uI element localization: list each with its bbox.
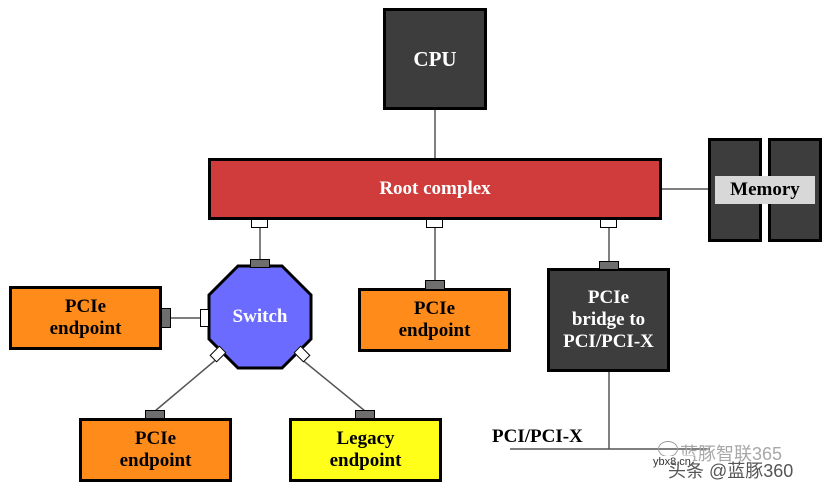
root-port-3: [600, 219, 617, 228]
bridge-line3: PCI/PCI-X: [563, 330, 654, 352]
endpoint-center-line2: endpoint: [398, 320, 471, 341]
endpoint-bottom-line1: PCIe: [134, 428, 177, 450]
legacy-line1: Legacy: [336, 428, 395, 450]
legacy-port: [355, 410, 375, 419]
endpoint-center-port: [425, 280, 445, 290]
root-port-1: [251, 219, 268, 228]
pcie-endpoint-center: PCIe endpoint: [358, 288, 511, 352]
switch-endpoint-bottom-link: [154, 357, 219, 412]
switch-label: Switch: [232, 306, 288, 327]
legacy-line2: endpoint: [329, 450, 402, 471]
watermark-line1: 蓝豚智联365: [680, 444, 783, 464]
memory-label: Memory: [715, 176, 815, 204]
bridge-line2: bridge to: [571, 309, 646, 331]
cpu-box: CPU: [383, 8, 487, 110]
switch-upstream-port: [250, 259, 270, 268]
pcie-endpoint-left: PCIe endpoint: [9, 286, 162, 350]
legacy-endpoint: Legacy endpoint: [289, 418, 442, 482]
watermark-url: ybx8.cn: [651, 456, 693, 468]
pcie-endpoint-bottom: PCIe endpoint: [79, 418, 232, 482]
root-complex-box: Root complex: [208, 158, 662, 220]
endpoint-left-port: [161, 308, 171, 328]
root-port-2: [426, 219, 443, 228]
watermark-logo: [658, 441, 678, 457]
root-complex-label: Root complex: [379, 178, 491, 200]
cpu-label: CPU: [413, 46, 457, 71]
bridge-port: [599, 261, 619, 270]
endpoint-bottom-line2: endpoint: [119, 450, 192, 471]
switch-shape: [207, 264, 313, 370]
endpoint-left-line2: endpoint: [49, 318, 122, 339]
watermark-line2: 头条 @蓝豚360: [668, 461, 794, 481]
bridge-line1: PCIe: [587, 287, 630, 309]
switch-port-left: [200, 309, 209, 327]
endpoint-bottom-port: [145, 410, 165, 419]
endpoint-center-line1: PCIe: [413, 298, 456, 320]
endpoint-left-line1: PCIe: [64, 296, 107, 318]
pci-bus-label: PCI/PCI-X: [492, 426, 583, 447]
switch-legacy-link: [299, 357, 366, 412]
pcie-bridge-box: PCIe bridge to PCI/PCI-X: [547, 268, 670, 372]
